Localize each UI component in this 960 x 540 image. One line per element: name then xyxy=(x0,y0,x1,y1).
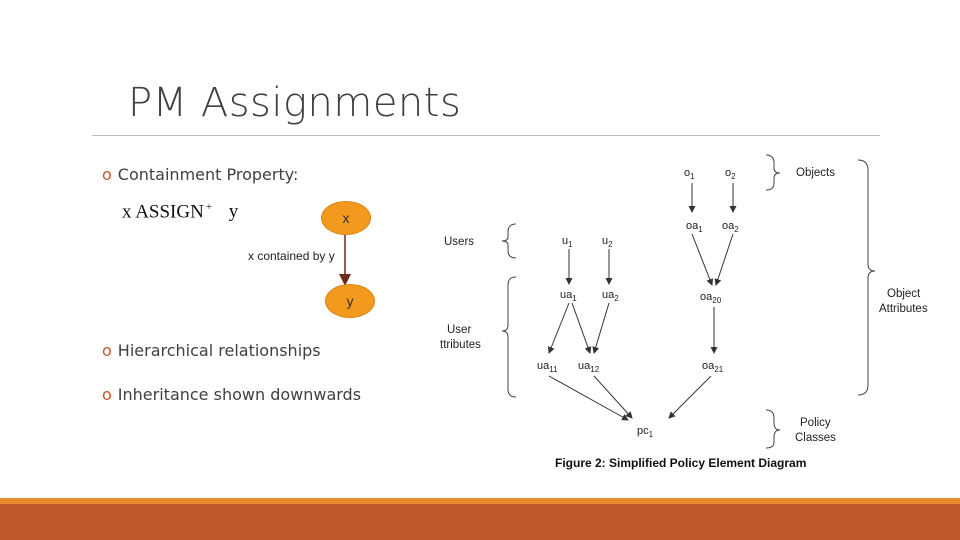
bullet-containment: o Containment Property: xyxy=(102,165,298,184)
brace-objects xyxy=(765,154,781,191)
edge-ua1-ua11 xyxy=(547,302,570,354)
brace-users xyxy=(501,223,517,259)
bullet-marker: o xyxy=(102,341,112,360)
brace-policy-classes xyxy=(765,409,781,449)
label-object-attributes-2: Attributes xyxy=(879,303,928,315)
edge-ua12-pc1 xyxy=(593,375,633,419)
figure-group-labels: Objects Users User ttributes Object Attr… xyxy=(440,167,928,444)
node-o1: o1 xyxy=(684,167,695,181)
slide-title: PM Assignments xyxy=(128,80,462,126)
node-oa20: oa20 xyxy=(700,291,722,305)
brace-user-attributes xyxy=(501,276,517,398)
node-ua11: ua11 xyxy=(537,360,558,374)
bullet-marker: o xyxy=(102,165,112,184)
label-user-attributes-2: ttributes xyxy=(440,339,481,351)
title-divider xyxy=(92,135,880,136)
label-policy-classes-1: Policy xyxy=(800,417,831,429)
node-ua2: ua2 xyxy=(602,289,619,303)
label-user-attributes-1: User xyxy=(447,324,471,336)
formula-sup: + xyxy=(205,201,213,213)
label-users: Users xyxy=(444,236,474,248)
figure-nodes: o1 o2 oa1 oa2 u1 u2 ua1 ua2 oa20 ua11 ua… xyxy=(537,167,739,439)
edge-oa1-oa20 xyxy=(691,233,714,286)
edge-ua1-ua12 xyxy=(571,302,592,354)
figure-braces xyxy=(501,154,876,449)
node-oa1: oa1 xyxy=(686,220,703,234)
node-u2: u2 xyxy=(602,235,613,249)
edge-ua11-pc1 xyxy=(548,375,629,421)
bullet-text: Hierarchical relationships xyxy=(117,341,321,360)
node-oa21: oa21 xyxy=(702,360,724,374)
brace-object-attributes xyxy=(857,159,876,396)
footer-bar xyxy=(0,504,960,540)
figure-caption: Figure 2: Simplified Policy Element Diag… xyxy=(555,456,806,470)
node-oa2: oa2 xyxy=(722,220,739,234)
formula-right: y xyxy=(228,201,239,223)
assign-formula: x ASSIGN+ y xyxy=(122,201,238,223)
node-ua1: ua1 xyxy=(560,289,577,303)
bullet-text: Containment Property: xyxy=(117,165,299,184)
footer-accent-stripe xyxy=(0,498,960,504)
bullet-text: Inheritance shown downwards xyxy=(117,385,362,404)
label-object-attributes-1: Object xyxy=(887,288,921,300)
label-objects: Objects xyxy=(796,167,835,179)
edge-label: x contained by y xyxy=(248,249,335,263)
label-policy-classes-2: Classes xyxy=(795,432,836,444)
bullet-marker: o xyxy=(102,385,112,404)
edge-oa21-pc1 xyxy=(668,375,712,419)
bullet-hierarchical: o Hierarchical relationships xyxy=(102,341,321,360)
node-u1: u1 xyxy=(562,235,573,249)
figure-edges xyxy=(547,183,737,421)
edge-ua2-ua12 xyxy=(592,302,610,354)
formula-op: ASSIGN xyxy=(135,201,204,223)
edge-oa2-oa20 xyxy=(714,233,734,286)
node-ua12: ua12 xyxy=(578,360,600,374)
node-y: y xyxy=(325,284,375,318)
node-pc1: pc1 xyxy=(637,425,654,439)
node-o2: o2 xyxy=(725,167,736,181)
bullet-inheritance: o Inheritance shown downwards xyxy=(102,385,361,404)
formula-left: x xyxy=(122,201,132,223)
node-x: x xyxy=(321,201,371,235)
